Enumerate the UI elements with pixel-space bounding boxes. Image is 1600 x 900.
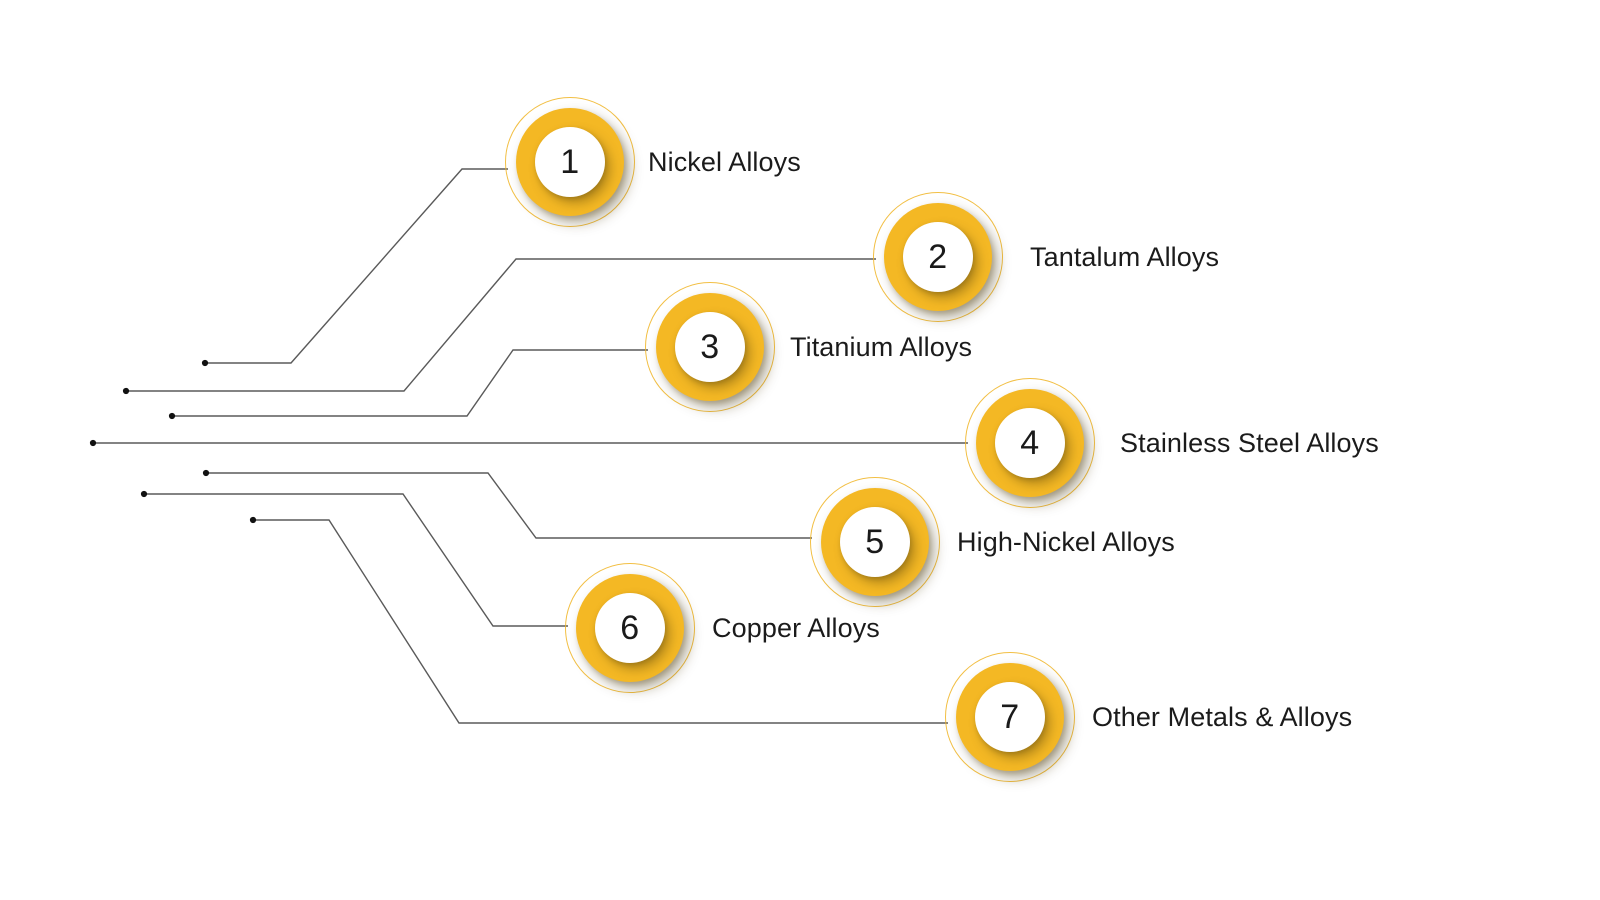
badge-outer-ring	[810, 477, 940, 607]
badge-inner-disc: 2	[903, 222, 973, 292]
item-label: Stainless Steel Alloys	[1120, 427, 1379, 458]
badge-number: 7	[1000, 698, 1020, 736]
list-item[interactable]: 3 Titanium Alloys	[645, 282, 972, 412]
connector-start-dot-6	[140, 490, 148, 498]
badge-number: 3	[700, 328, 720, 366]
item-label: Titanium Alloys	[790, 331, 973, 362]
badge-outer-ring	[965, 378, 1095, 508]
badge-outer-ring	[565, 563, 695, 693]
list-item[interactable]: 7 Other Metals & Alloys	[945, 652, 1352, 782]
list-item[interactable]: 5 High-Nickel Alloys	[810, 477, 1175, 607]
connector-start-dot-3	[168, 412, 176, 420]
badge-outer-ring	[505, 97, 635, 227]
list-item[interactable]: 2 Tantalum Alloys	[873, 192, 1219, 322]
connector-line-5	[206, 472, 812, 539]
badge-inner-disc: 6	[595, 593, 665, 663]
number-badge[interactable]: 6	[565, 563, 695, 693]
connector-line-3	[172, 349, 648, 417]
number-badge[interactable]: 7	[945, 652, 1075, 782]
badge-inner-disc: 4	[995, 408, 1065, 478]
item-label: Copper Alloys	[712, 612, 880, 643]
connector-line-7	[253, 519, 948, 724]
number-badge[interactable]: 5	[810, 477, 940, 607]
number-badge[interactable]: 2	[873, 192, 1003, 322]
badge-number: 1	[560, 143, 580, 181]
connector-start-dot-5	[202, 469, 210, 477]
badge-number: 6	[620, 609, 640, 647]
connector-start-dot-1	[201, 359, 209, 367]
badge-number: 5	[865, 523, 885, 561]
badge-outer-ring	[945, 652, 1075, 782]
list-item[interactable]: 1 Nickel Alloys	[505, 97, 801, 227]
connector-line-1	[205, 168, 508, 364]
badge-inner-disc: 5	[840, 507, 910, 577]
list-item[interactable]: 6 Copper Alloys	[565, 563, 880, 693]
badge-number: 2	[928, 238, 948, 276]
connector-start-dot-2	[122, 387, 130, 395]
connector-line-6	[144, 493, 568, 627]
number-badge[interactable]: 1	[505, 97, 635, 227]
number-badge[interactable]: 3	[645, 282, 775, 412]
badge-outer-ring	[645, 282, 775, 412]
item-label: High-Nickel Alloys	[957, 526, 1175, 557]
item-label: Tantalum Alloys	[1030, 241, 1220, 272]
badge-number: 4	[1020, 424, 1040, 462]
list-item[interactable]: 4 Stainless Steel Alloys	[965, 378, 1379, 508]
badge-inner-disc: 1	[535, 127, 605, 197]
connector-line-2	[126, 258, 876, 392]
number-badge[interactable]: 4	[965, 378, 1095, 508]
badge-inner-disc: 3	[675, 312, 745, 382]
badge-inner-disc: 7	[975, 682, 1045, 752]
badge-outer-ring	[873, 192, 1003, 322]
connector-start-dot-4	[89, 439, 97, 447]
item-label: Nickel Alloys	[648, 146, 801, 177]
item-label: Other Metals & Alloys	[1092, 701, 1353, 732]
connector-start-dot-7	[249, 516, 257, 524]
